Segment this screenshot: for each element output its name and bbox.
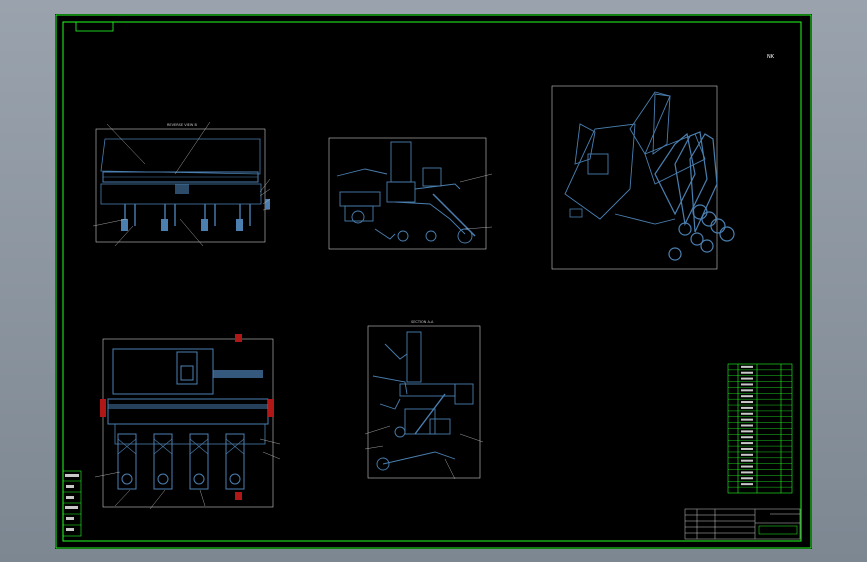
bom-row-text <box>741 477 753 480</box>
bom-row-text <box>741 377 753 380</box>
side-view <box>328 137 493 250</box>
drawing-canvas[interactable]: NK REVERSE VIEW B <box>55 14 812 549</box>
bom-row-text <box>741 383 753 386</box>
title-block <box>684 508 801 540</box>
bom-row-text <box>741 389 753 392</box>
front-view-title: REVERSE VIEW B <box>167 123 197 127</box>
bom-row-text <box>741 442 753 445</box>
bom-row-text <box>741 395 753 398</box>
section-view: SECTION A-A <box>364 320 484 480</box>
section-view-title: SECTION A-A <box>411 320 434 324</box>
bom-row-text <box>741 447 753 450</box>
corner-mark: NK <box>767 54 775 60</box>
bom-row-text <box>741 453 753 456</box>
left-index-table <box>62 470 82 537</box>
bom-row-text <box>741 406 753 409</box>
bom-row-text <box>741 371 753 374</box>
outer-border <box>55 14 812 549</box>
top-view <box>94 334 281 510</box>
bom-row-text <box>741 430 753 433</box>
bom-row-text <box>741 412 753 415</box>
bom-row-text <box>741 418 753 421</box>
bom-row-text <box>741 459 753 462</box>
bom-row-text <box>741 471 753 474</box>
bom-row-text <box>741 436 753 439</box>
corner-tab <box>75 21 114 32</box>
bom-row-text <box>741 401 753 404</box>
bom-row-text <box>741 365 753 368</box>
front-view: REVERSE VIEW B <box>92 121 271 247</box>
inner-border <box>62 21 802 542</box>
isometric-view <box>551 85 735 270</box>
title-block-cell <box>758 525 798 535</box>
bom-row-text <box>741 424 753 427</box>
cad-drawing-sheet: NK REVERSE VIEW B <box>55 14 812 549</box>
bom-row-text <box>741 483 753 486</box>
bom-rows <box>728 365 792 488</box>
bom-row-text <box>741 465 753 468</box>
